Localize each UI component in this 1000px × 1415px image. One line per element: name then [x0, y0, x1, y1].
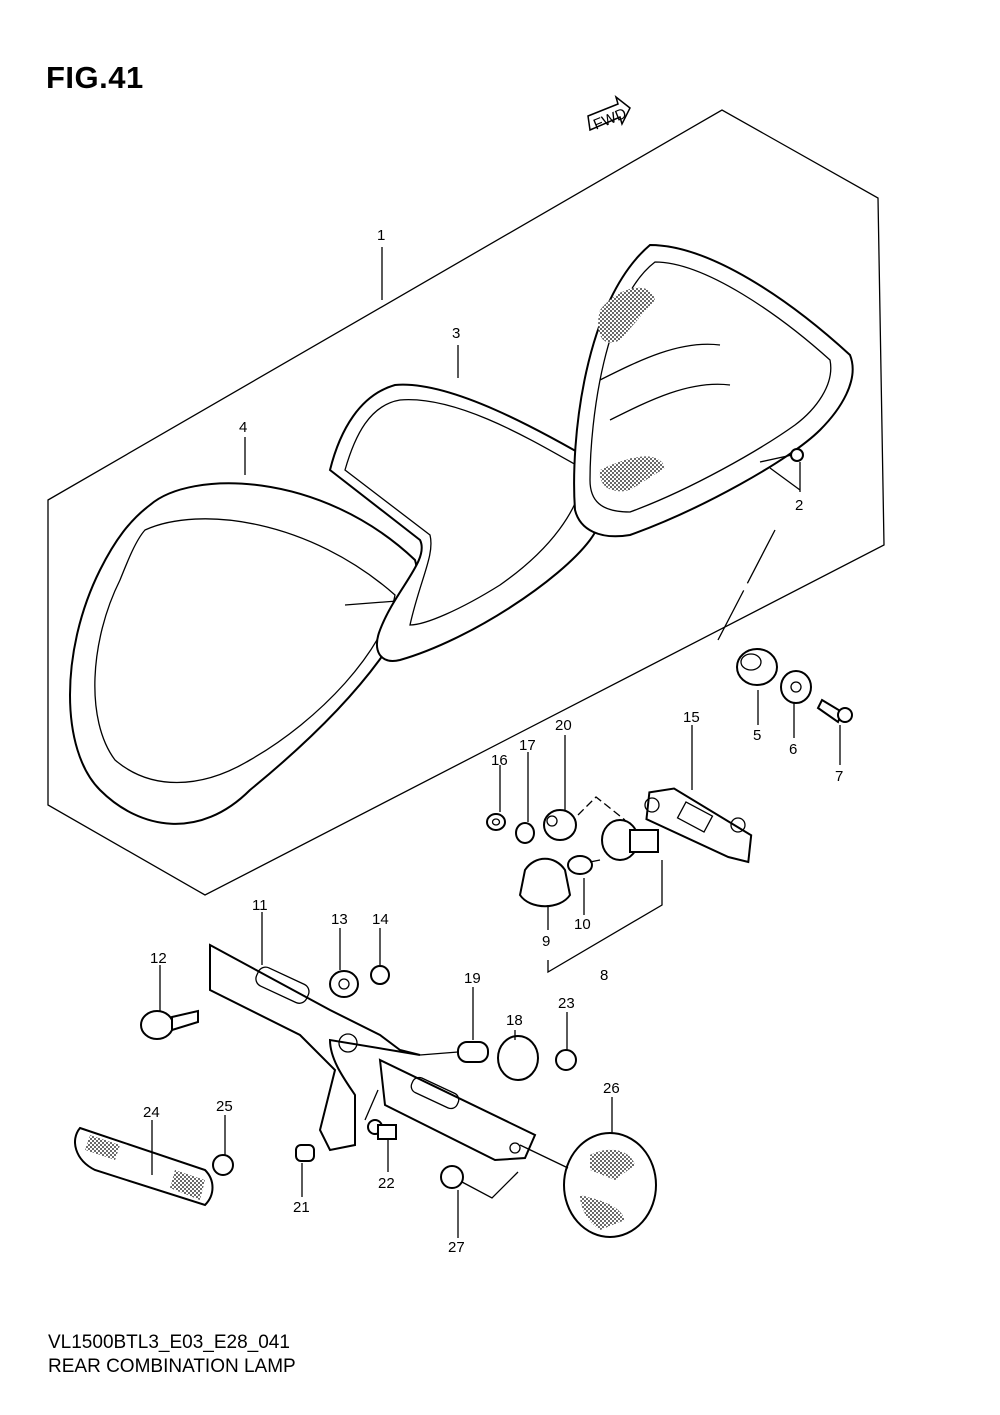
part-number: 10	[574, 916, 591, 933]
part-23-nut	[555, 1049, 577, 1071]
part-number: 3	[452, 325, 460, 342]
part-number: 12	[150, 950, 167, 967]
part-18-grommet	[497, 1035, 539, 1081]
part-15-base-plate	[644, 787, 753, 864]
part-27-nut	[440, 1165, 464, 1189]
part-number: 11	[252, 897, 268, 914]
part-4-lamp-rim	[69, 482, 418, 825]
part-5-grommet	[736, 648, 778, 686]
part-10-bulb	[567, 855, 601, 875]
part-number: 27	[448, 1239, 465, 1256]
assembly-group-outline	[47, 109, 885, 896]
part-number: 21	[293, 1199, 310, 1216]
part-number: 18	[506, 1012, 523, 1029]
part-6-washer	[780, 670, 812, 704]
part-number: 19	[464, 970, 481, 987]
part-number: 9	[542, 933, 550, 950]
part-25-nut	[212, 1154, 234, 1176]
diagram-code: VL1500BTL3_E03_E28_041	[48, 1332, 290, 1353]
leader-lines	[151, 247, 841, 1238]
diagram-name: REAR COMBINATION LAMP	[48, 1356, 296, 1377]
part-number: 22	[378, 1175, 395, 1192]
part-number: 23	[558, 995, 575, 1012]
part-number: 14	[372, 911, 389, 928]
part-number: 4	[239, 419, 247, 436]
part-number: 17	[519, 737, 536, 754]
part-number-labels: 1 2 3 4 5 6 7 8 9 10 11 12 13 14 15 16 1…	[143, 227, 843, 1256]
part-number: 8	[600, 967, 608, 984]
part-8-socket-assembly	[601, 819, 659, 861]
part-number: 13	[331, 911, 348, 928]
part-20-grommet	[543, 809, 577, 841]
part-21-nut	[295, 1144, 315, 1162]
part-7-screw	[816, 698, 853, 724]
part-number: 1	[377, 227, 385, 244]
part-19-collar	[457, 1041, 489, 1063]
part-26-round-reflector	[563, 1132, 657, 1238]
part-number: 16	[491, 752, 508, 769]
part-number: 26	[603, 1080, 620, 1097]
part-number: 5	[753, 727, 761, 744]
part-number: 6	[789, 741, 797, 758]
part-number: 24	[143, 1104, 160, 1121]
part-number: 25	[216, 1098, 233, 1115]
part-number: 15	[683, 709, 700, 726]
part-16-nut	[486, 813, 506, 831]
part-1-lens-housing	[573, 243, 854, 538]
figure-title: FIG.41	[46, 60, 144, 95]
part-number: 7	[835, 768, 843, 785]
part-number: 20	[555, 717, 572, 734]
forward-label: FWD	[591, 105, 629, 134]
part-2-screw	[759, 448, 804, 463]
part-9-lamp-socket-cap	[518, 857, 572, 908]
part-number: 2	[795, 497, 803, 514]
part-14-nut	[370, 965, 390, 985]
forward-direction-arrow-icon: FWD	[587, 94, 631, 134]
part-3-gasket	[328, 383, 609, 662]
part-24-reflector	[74, 1126, 214, 1207]
part-11-bracket	[209, 943, 537, 1162]
part-12-bolt	[140, 1009, 199, 1040]
part-22-bolt	[367, 1119, 397, 1140]
part-13-washer	[329, 970, 359, 998]
part-17-collar	[515, 822, 535, 844]
